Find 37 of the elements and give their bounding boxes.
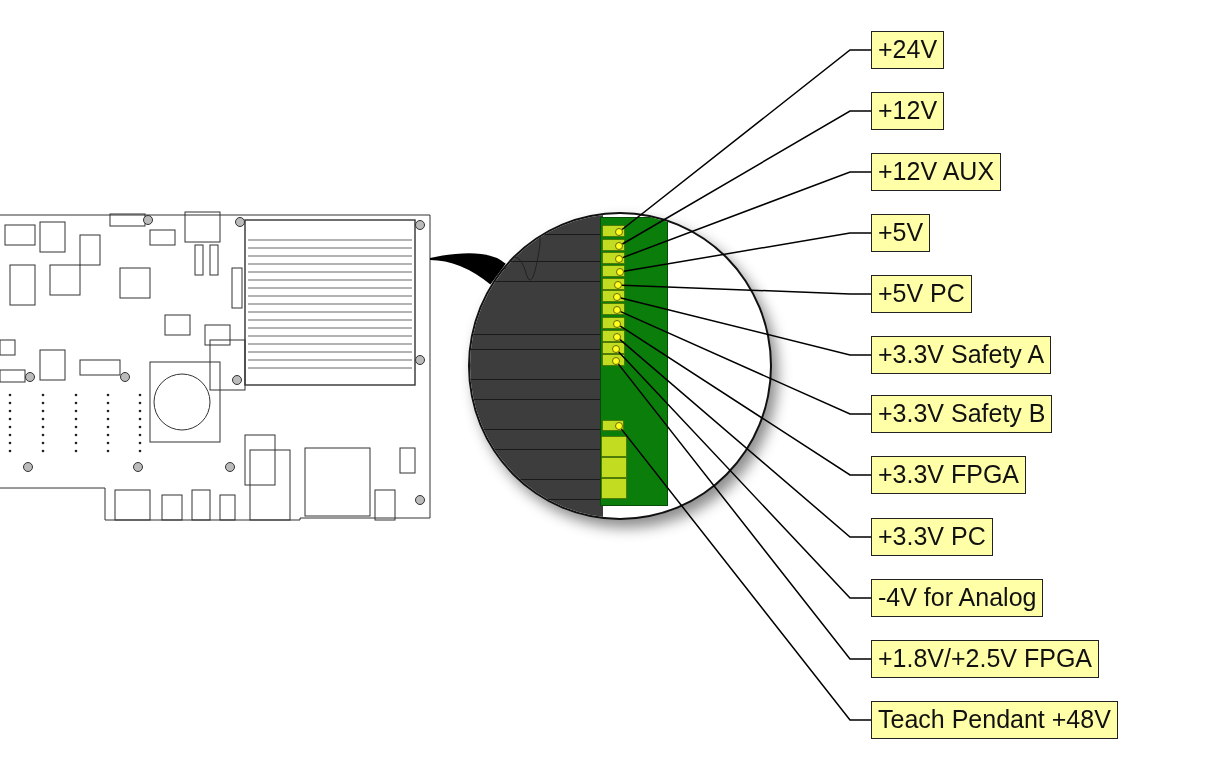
- test-point: [613, 280, 622, 289]
- leader-line: [621, 49, 872, 231]
- voltage-label: +5V: [871, 214, 931, 252]
- test-point: [611, 356, 620, 365]
- leader-line: [621, 284, 872, 295]
- test-point: [614, 254, 623, 263]
- test-point: [612, 319, 621, 328]
- voltage-label: -4V for Analog: [871, 579, 1044, 617]
- voltage-label: Teach Pendant +48V: [871, 701, 1118, 739]
- leader-line: [619, 325, 872, 476]
- leader-line: [620, 297, 872, 356]
- leader-line: [618, 351, 872, 599]
- voltage-label: +12V AUX: [871, 153, 1002, 191]
- test-point: [614, 421, 623, 430]
- leader-line: [620, 428, 872, 721]
- leader-line: [623, 232, 872, 273]
- voltage-label: +1.8V/+2.5V FPGA: [871, 640, 1099, 678]
- voltage-label: +3.3V FPGA: [871, 456, 1027, 494]
- test-point: [611, 344, 620, 353]
- test-point: [612, 305, 621, 314]
- voltage-label: +3.3V Safety A: [871, 336, 1052, 374]
- test-point: [615, 267, 624, 276]
- leader-line: [621, 110, 872, 245]
- leader-line: [619, 310, 872, 415]
- leader-line: [619, 338, 872, 538]
- voltage-label: +12V: [871, 92, 945, 130]
- leader-line: [622, 171, 872, 259]
- test-point: [612, 332, 621, 341]
- callout-pointer: [430, 253, 506, 285]
- voltage-label: +5V PC: [871, 275, 972, 313]
- test-point: [612, 292, 621, 301]
- test-point: [614, 241, 623, 250]
- test-point: [614, 227, 623, 236]
- voltage-label: +24V: [871, 31, 945, 69]
- leader-line: [617, 363, 872, 660]
- voltage-label: +3.3V PC: [871, 518, 993, 556]
- voltage-label: +3.3V Safety B: [871, 395, 1053, 433]
